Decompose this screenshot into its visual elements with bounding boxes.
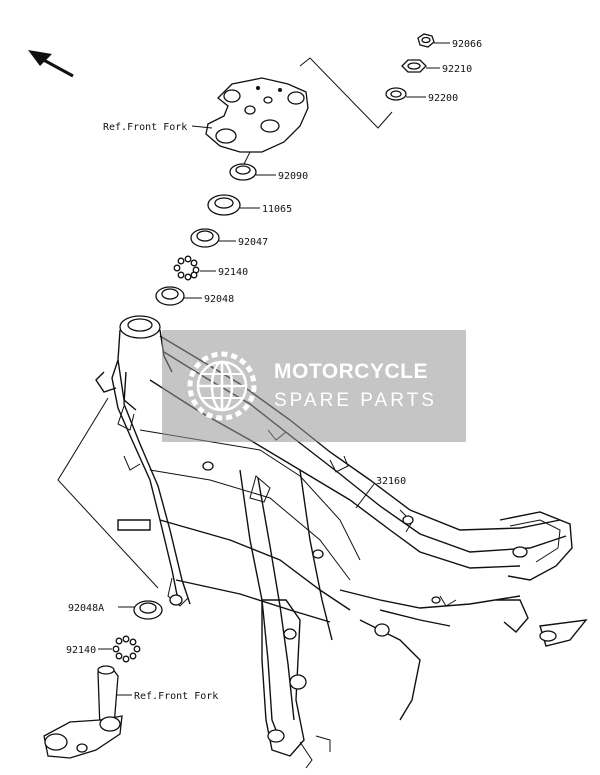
cap-11065 — [207, 194, 241, 216]
steel-balls-92140-top — [173, 255, 200, 281]
label-92140-bottom: 92140 — [66, 645, 96, 656]
bearing-92048A — [133, 600, 163, 620]
label-92200: 92200 — [428, 93, 458, 104]
watermark-banner: MOTORCYCLE SPARE PARTS — [162, 330, 466, 442]
lower-steering-stem — [43, 665, 123, 759]
nut-92210 — [401, 59, 427, 73]
label-92090: 92090 — [278, 171, 308, 182]
bearing-92048 — [155, 286, 185, 306]
upper-triple-clamp — [205, 77, 309, 153]
label-92210: 92210 — [442, 64, 472, 75]
steel-balls-92140-bottom — [112, 635, 141, 663]
label-32160: 32160 — [376, 476, 406, 487]
direction-arrow-icon — [28, 50, 74, 78]
label-ref-front-fork-bottom: Ref.Front Fork — [134, 691, 218, 702]
main-frame-32160 — [95, 315, 588, 769]
label-92140-top: 92140 — [218, 267, 248, 278]
globe-gear-icon — [187, 351, 257, 421]
nut-92066 — [417, 33, 435, 48]
watermark-line-2: SPARE PARTS — [274, 390, 437, 411]
label-92047: 92047 — [238, 237, 268, 248]
label-92066: 92066 — [452, 39, 482, 50]
steering-nut-92090 — [229, 163, 257, 181]
bearing-92047 — [190, 228, 220, 248]
label-92048A: 92048A — [68, 603, 104, 614]
label-ref-front-fork-top: Ref.Front Fork — [103, 122, 187, 133]
washer-92200 — [385, 87, 407, 101]
label-11065: 11065 — [262, 204, 292, 215]
watermark-line-1: MOTORCYCLE — [274, 360, 428, 383]
label-92048: 92048 — [204, 294, 234, 305]
watermark-text: MOTORCYCLE SPARE PARTS — [274, 360, 437, 412]
